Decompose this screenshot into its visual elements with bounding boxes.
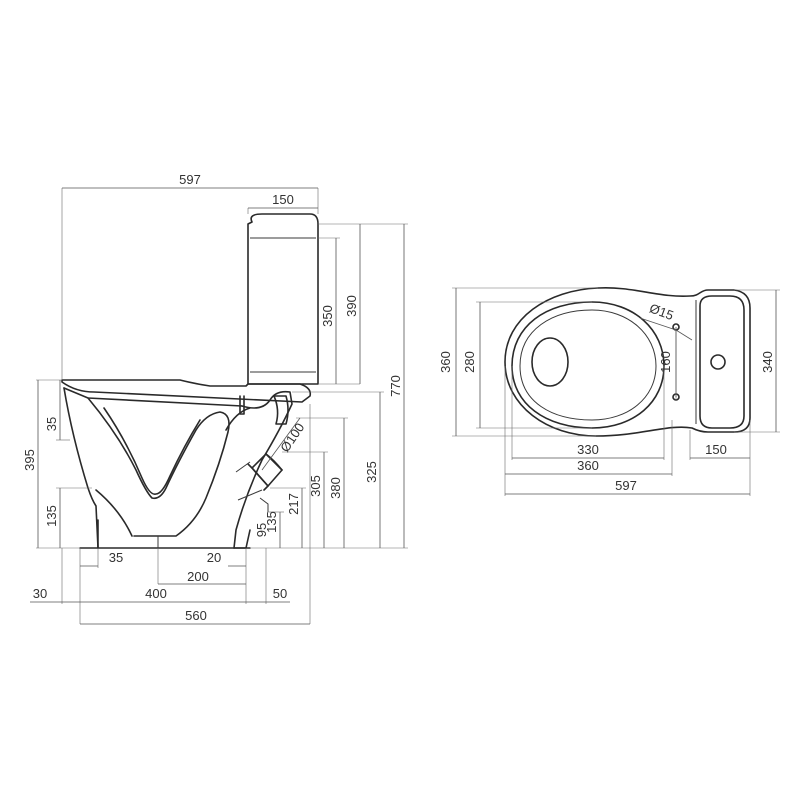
dim-seat-height: 395 [22, 449, 37, 471]
dim-top-tank-depth: 150 [705, 442, 727, 457]
seat-inner [519, 309, 657, 421]
dim-outlet-offset: 20 [207, 550, 221, 565]
dim-outlet-center-height: 217 [286, 493, 301, 515]
dim-base-length: 400 [145, 586, 167, 601]
dim-seat-length: 330 [577, 442, 599, 457]
top-dimension-lines [452, 287, 780, 496]
dim-total-length: 560 [185, 608, 207, 623]
dim-tank-depth: 150 [272, 192, 294, 207]
dim-tank-height-inner: 350 [320, 305, 335, 327]
top-view: 360 280 Ø15 160 340 330 360 150 597 [438, 286, 780, 496]
seat-outline [511, 301, 665, 429]
dim-bracket-height: 325 [364, 461, 379, 483]
dim-seat-width: 280 [462, 351, 477, 373]
dim-outer-width: 360 [438, 351, 453, 373]
dim-outlet-bottom-height: 135 [264, 511, 279, 533]
bowl-body [61, 379, 312, 549]
tank-top [699, 295, 745, 429]
dim-foot-height-visible: 95 [254, 523, 269, 537]
side-view: 597 150 350 390 770 Ø100 325 380 305 217… [22, 172, 408, 625]
flush-connector [239, 395, 289, 425]
dim-hole-diameter: Ø15 [647, 301, 675, 324]
dim-bowl-length: 360 [577, 458, 599, 473]
outlet-pipe [235, 453, 283, 512]
dim-front-overhang: 30 [33, 586, 47, 601]
dim-tank-width: 340 [760, 351, 775, 373]
dim-hole-spacing: 160 [658, 351, 673, 373]
bowl-opening [531, 337, 569, 387]
flush-button [710, 354, 726, 370]
cistern-tank [247, 213, 319, 385]
dim-outlet-top-height: 305 [308, 475, 323, 497]
dim-outlet-spacing: 200 [187, 569, 209, 584]
side-dimension-lines [30, 187, 408, 625]
dim-overall-depth: 597 [179, 172, 201, 187]
dim-overall-height: 770 [388, 375, 403, 397]
bowl-outline [504, 286, 751, 437]
side-dimension-labels: 597 150 350 390 770 Ø100 325 380 305 217… [22, 172, 403, 623]
dim-tank-height-outer: 390 [344, 295, 359, 317]
dim-seat-thickness: 35 [44, 417, 59, 431]
dim-flange-height: 135 [44, 505, 59, 527]
dim-foot-inset: 35 [109, 550, 123, 565]
dim-top-overall-length: 597 [615, 478, 637, 493]
dim-rear-offset: 50 [273, 586, 287, 601]
dim-mounting-height: 380 [328, 477, 343, 499]
top-dimension-labels: 360 280 Ø15 160 340 330 360 150 597 [438, 301, 775, 493]
